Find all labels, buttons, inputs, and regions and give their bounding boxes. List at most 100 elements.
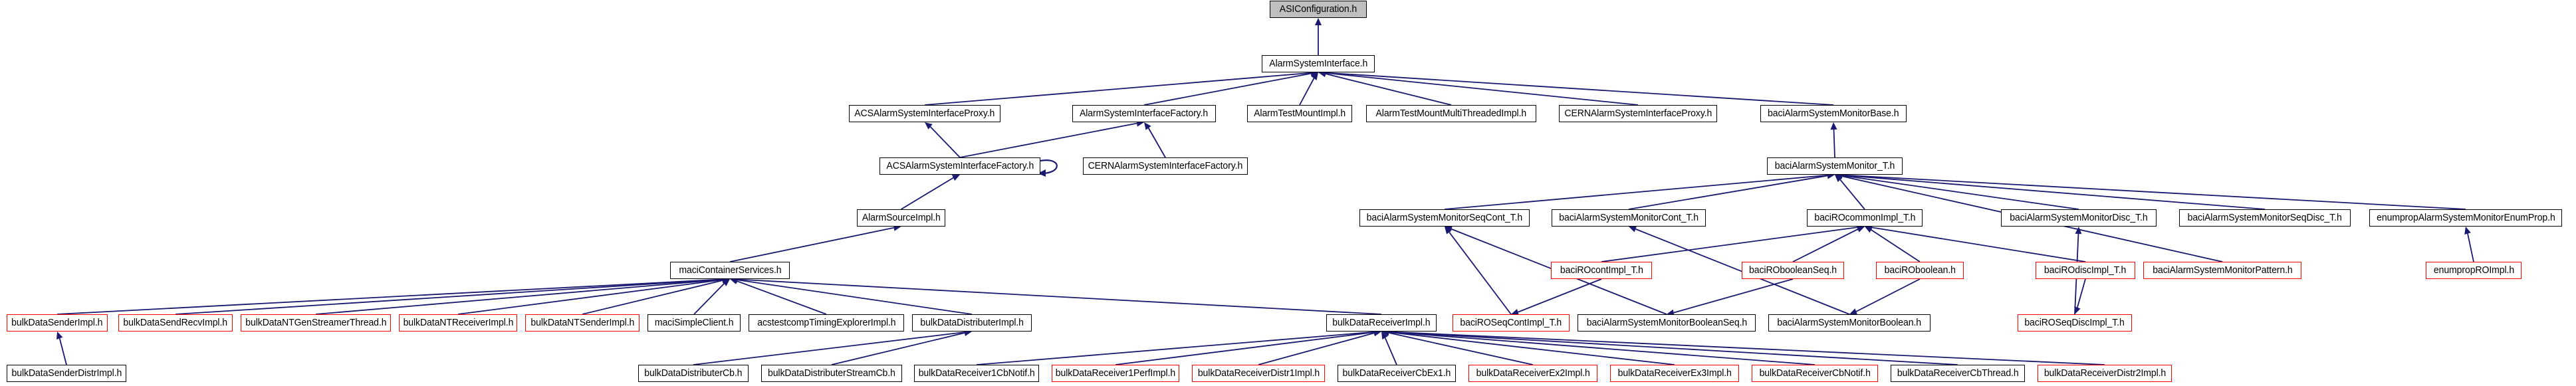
graph-edge: [315, 276, 730, 315]
graph-node-bulkdatareceiver1perfimpl[interactable]: bulkDataReceiver1PerfImpl.h: [1052, 365, 1179, 382]
graph-node-alarmtestmountmultithreadedimpl[interactable]: AlarmTestMountMultiThreadedImpl.h: [1366, 105, 1536, 122]
graph-node-acstestcomptimingexplorerimpl[interactable]: acstestcompTimingExplorerImpl.h: [749, 314, 904, 332]
graph-edge: [730, 276, 1382, 315]
graph-node-bacialarmsystemmonitorbase[interactable]: baciAlarmSystemMonitorBase.h: [1760, 105, 1907, 122]
graph-node-bulkdatadistributerimpl[interactable]: bulkDataDistributerImpl.h: [912, 314, 1032, 332]
graph-edge: [1601, 224, 1865, 262]
graph-node-label: ASIConfiguration.h: [1279, 3, 1357, 15]
graph-node-label: bulkDataReceiverEx3Impl.h: [1617, 367, 1732, 379]
graph-node-label: bulkDataReceiverDistr1Impl.h: [1197, 367, 1320, 379]
graph-node-acsalarmsysteminterfaceproxy[interactable]: ACSAlarmSystemInterfaceProxy.h: [849, 105, 1000, 122]
graph-node-asiconfiguration[interactable]: ASIConfiguration.h: [1270, 1, 1367, 18]
graph-node-bulkdatareceiverdistr1impl[interactable]: bulkDataReceiverDistr1Impl.h: [1192, 365, 1325, 382]
graph-node-bacialarmsystemmonitor_t[interactable]: baciAlarmSystemMonitor_T.h: [1767, 157, 1903, 175]
graph-node-label: baciROcommonImpl_T.h: [1814, 212, 1916, 223]
graph-node-bacirobooleanseq[interactable]: baciRObooleanSeq.h: [1742, 262, 1844, 279]
graph-node-bulkdatasendrecvimpl[interactable]: bulkDataSendRecvImpl.h: [118, 314, 233, 332]
graph-edge: [1115, 329, 1381, 365]
graph-node-label: bulkDataNTSenderImpl.h: [530, 317, 634, 328]
graph-node-bulkdatantreceiverimpl[interactable]: bulkDataNTReceiverImpl.h: [399, 314, 517, 332]
graph-edge: [1849, 278, 1921, 315]
graph-node-label: bulkDataReceiverDistr2Impl.h: [2044, 367, 2166, 379]
graph-node-bulkdatasenderimpl[interactable]: bulkDataSenderImpl.h: [7, 314, 108, 332]
graph-edge: [1445, 227, 1512, 315]
graph-edge: [1381, 332, 1397, 365]
graph-node-label: bulkDataReceiver1PerfImpl.h: [1055, 367, 1176, 379]
graph-node-label: baciROSeqDiscImpl_T.h: [2024, 317, 2125, 328]
graph-edge: [1381, 328, 1815, 365]
graph-node-bulkdatasenderdistrimpl[interactable]: bulkDataSenderDistrImpl.h: [7, 365, 126, 382]
graph-node-cernalarmsysteminterfacefactory[interactable]: CERNAlarmSystemInterfaceFactory.h: [1083, 157, 1248, 175]
graph-node-bulkdatareceiver1cbnotif[interactable]: bulkDataReceiver1CbNotif.h: [914, 365, 1039, 382]
graph-node-bulkdatadistributercb[interactable]: bulkDataDistributerCb.h: [638, 365, 749, 382]
graph-node-label: baciAlarmSystemMonitorBooleanSeq.h: [1586, 317, 1747, 328]
graph-node-bacialarmsystemmonitorcont_t[interactable]: baciAlarmSystemMonitorCont_T.h: [1552, 209, 1706, 227]
graph-edge: [1381, 328, 1675, 365]
graph-node-bacialarmsystemmonitorpattern[interactable]: baciAlarmSystemMonitorPattern.h: [2143, 262, 2301, 279]
graph-node-acsalarmsysteminterfacefactory[interactable]: ACSAlarmSystemInterfaceFactory.h: [879, 157, 1040, 175]
graph-node-label: AlarmSourceImpl.h: [862, 212, 941, 223]
graph-node-label: bulkDataSenderDistrImpl.h: [11, 367, 122, 379]
graph-node-alarmtestmountimpl[interactable]: AlarmTestMountImpl.h: [1247, 105, 1352, 122]
graph-node-bulkdatareceivercbthread[interactable]: bulkDataReceiverCbThread.h: [1891, 365, 2025, 382]
graph-node-bulkdatadistributerstreamcb[interactable]: bulkDataDistributerStreamCb.h: [761, 365, 902, 382]
graph-edge: [1835, 171, 2466, 210]
graph-node-baciroboolean[interactable]: baciROboolean.h: [1876, 262, 1964, 279]
graph-node-bacirocommonimpl_t[interactable]: baciROcommonImpl_T.h: [1807, 209, 1923, 227]
graph-node-label: baciAlarmSystemMonitorCont_T.h: [1559, 212, 1698, 223]
graph-node-label: bulkDataReceiverEx2Impl.h: [1476, 367, 1590, 379]
graph-node-label: baciAlarmSystemMonitorBase.h: [1768, 108, 1899, 119]
graph-node-enumpropalarmsystemmonitorenumprop[interactable]: enumpropAlarmSystemMonitorEnumProp.h: [2369, 209, 2562, 227]
graph-node-label: bulkDataNTReceiverImpl.h: [403, 317, 513, 328]
graph-node-bulkdatareceiverimpl[interactable]: bulkDataReceiverImpl.h: [1326, 314, 1437, 332]
graph-node-label: baciAlarmSystemMonitor_T.h: [1774, 160, 1895, 171]
graph-node-label: maciContainerServices.h: [678, 264, 782, 276]
graph-node-bacialarmsystemmonitorseqcont_t[interactable]: baciAlarmSystemMonitorSeqCont_T.h: [1359, 209, 1530, 227]
graph-node-label: baciROboolean.h: [1884, 264, 1956, 276]
graph-node-bulkdatareceiverdistr2impl[interactable]: bulkDataReceiverDistr2Impl.h: [2038, 365, 2172, 382]
graph-node-label: maciSimpleClient.h: [654, 317, 734, 328]
graph-edge: [1865, 224, 2086, 262]
graph-node-label: baciRObooleanSeq.h: [1749, 264, 1837, 276]
graph-node-label: bulkDataNTGenStreamerThread.h: [245, 317, 387, 328]
graph-edge: [1511, 278, 1602, 316]
graph-edge: [1381, 328, 2105, 365]
graph-edge: [730, 278, 827, 315]
graph-edge: [1258, 330, 1381, 365]
graph-node-bulkdatantgenstreamerthread[interactable]: bulkDataNTGenStreamerThread.h: [241, 314, 391, 332]
graph-node-bacialarmsystemmonitorbooleanseq[interactable]: baciAlarmSystemMonitorBooleanSeq.h: [1578, 314, 1756, 332]
graph-node-bacialarmsystemmonitorboolean[interactable]: baciAlarmSystemMonitorBoolean.h: [1768, 314, 1931, 332]
graph-node-bacirodiscimpl_t[interactable]: baciROdiscImpl_T.h: [2036, 262, 2135, 279]
graph-node-alarmsysteminterfacefactory[interactable]: AlarmSystemInterfaceFactory.h: [1072, 105, 1216, 122]
graph-node-label: CERNAlarmSystemInterfaceProxy.h: [1564, 108, 1712, 119]
graph-edge: [1792, 226, 1865, 262]
graph-node-bacialarmsystemmonitordisc_t[interactable]: baciAlarmSystemMonitorDisc_T.h: [2001, 209, 2157, 227]
graph-node-alarmsysteminterface[interactable]: AlarmSystemInterface.h: [1262, 55, 1375, 72]
graph-edge: [1835, 172, 2079, 210]
graph-node-cernalarmsysteminterfaceproxy[interactable]: CERNAlarmSystemInterfaceProxy.h: [1559, 105, 1717, 122]
graph-node-label: AlarmTestMountMultiThreadedImpl.h: [1375, 108, 1527, 119]
graph-node-bacirocontimpl_t[interactable]: baciROcontImpl_T.h: [1551, 262, 1652, 279]
graph-edge: [1318, 69, 1834, 106]
graph-node-macisimpleclient[interactable]: maciSimpleClient.h: [647, 314, 741, 332]
graph-node-bacialarmsystemmonitorseqdisc_t[interactable]: baciAlarmSystemMonitorSeqDisc_T.h: [2179, 209, 2351, 227]
graph-node-bulkdatareceiverex2impl[interactable]: bulkDataReceiverEx2Impl.h: [1468, 365, 1597, 382]
graph-node-alarmsourceimpl[interactable]: AlarmSourceImpl.h: [857, 209, 945, 227]
graph-node-label: bulkDataReceiver1CbNotif.h: [918, 367, 1035, 379]
graph-node-bulkdatareceivercbnotif[interactable]: bulkDataReceiverCbNotif.h: [1752, 365, 1878, 382]
graph-node-bulkdatareceivercbex1[interactable]: bulkDataReceiverCbEx1.h: [1338, 365, 1456, 382]
graph-node-enumproproimpl[interactable]: enumpropROImpl.h: [2426, 262, 2521, 279]
graph-node-label: bulkDataDistributerStreamCb.h: [768, 367, 895, 379]
graph-edge: [1318, 70, 1452, 106]
graph-node-bulkdatareceiverex3impl[interactable]: bulkDataReceiverEx3Impl.h: [1610, 365, 1739, 382]
graph-edge: [1299, 72, 1318, 106]
graph-node-baciroseqdiscimpl_t[interactable]: baciROSeqDiscImpl_T.h: [2018, 314, 2132, 332]
graph-node-label: bulkDataReceiverCbNotif.h: [1759, 367, 1871, 379]
graph-node-bulkdatantsenderimpl[interactable]: bulkDataNTSenderImpl.h: [525, 314, 640, 332]
graph-edge: [925, 122, 961, 158]
graph-node-macicontainerservices[interactable]: maciContainerServices.h: [670, 262, 790, 279]
graph-edge: [1865, 227, 1921, 262]
graph-node-baciroseqcontimpl_t[interactable]: baciROSeqContImpl_T.h: [1453, 314, 1570, 332]
graph-edge: [1381, 328, 1958, 365]
